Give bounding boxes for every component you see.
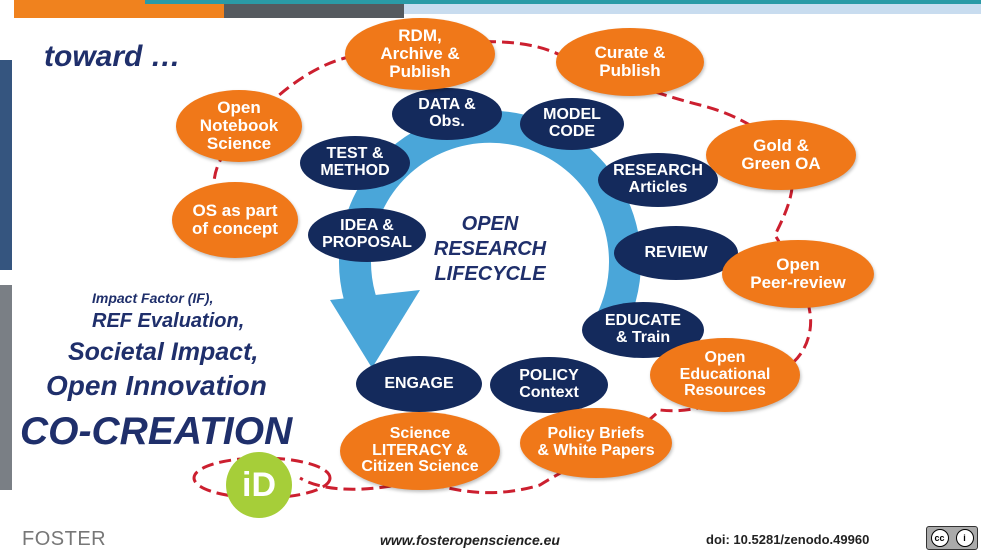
impact-line-societal: Societal Impact, (68, 338, 259, 366)
slide-title: toward … (44, 40, 181, 73)
left-edge-tab (0, 285, 12, 490)
attribution-icon: i (955, 529, 974, 547)
stage-test-method: TEST &METHOD (300, 136, 410, 190)
stage-engage: ENGAGE (356, 356, 482, 412)
top-accent-teal (145, 0, 981, 4)
impact-line-cocreation: CO-CREATION (20, 410, 293, 453)
practice-rdm-archive: RDM,Archive &Publish (345, 18, 495, 90)
left-edge-tab (0, 60, 12, 270)
impact-line-innovation: Open Innovation (46, 370, 267, 401)
foster-logo: FOSTER (22, 528, 107, 550)
practice-gold-green-oa: Gold &Green OA (706, 120, 856, 190)
practice-policy-briefs: Policy Briefs& White Papers (520, 408, 672, 478)
top-accent-orange (14, 0, 224, 18)
stage-review: REVIEW (614, 226, 738, 280)
lifecycle-arrow-head (330, 290, 420, 368)
stage-idea-proposal: IDEA &PROPOSAL (308, 208, 426, 262)
cc-icon: cc (930, 529, 949, 547)
center-label: OPEN RESEARCH LIFECYCLE (433, 213, 547, 285)
impact-line-ref: REF Evaluation, (92, 310, 245, 332)
footer-doi: doi: 10.5281/zenodo.49960 (706, 532, 870, 547)
impact-line-if: Impact Factor (IF), (92, 290, 214, 306)
stage-educate-train: EDUCATE& Train (582, 302, 704, 358)
stage-data-obs: DATA &Obs. (392, 88, 502, 140)
cc-license-badge: cc i (926, 526, 978, 550)
orcid-icon: iD (226, 452, 292, 518)
top-accent-gray (224, 0, 404, 18)
footer-url[interactable]: www.fosteropenscience.eu (380, 532, 560, 548)
practice-curate-publish: Curate &Publish (556, 28, 704, 96)
